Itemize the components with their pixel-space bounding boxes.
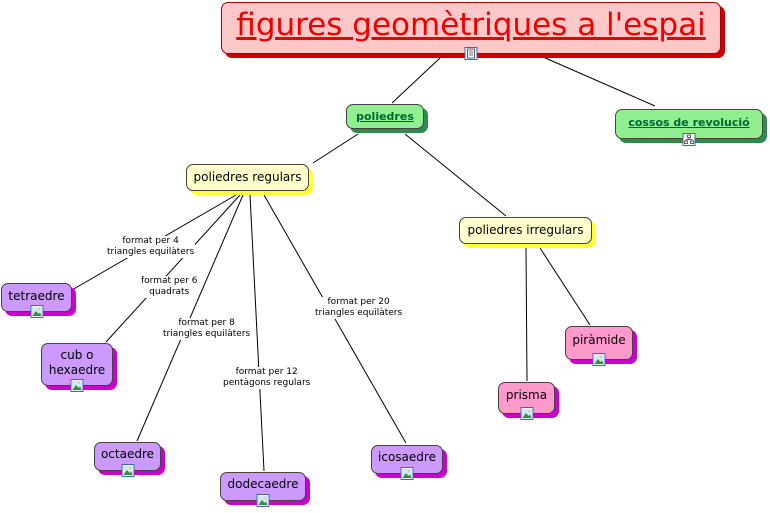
- image-icon[interactable]: [400, 467, 414, 480]
- title-text: figures geomètriques a l'espai: [236, 7, 706, 43]
- edge-label-line: format per 12: [235, 367, 298, 377]
- node-poliedres-regulars[interactable]: poliedres regulars: [186, 164, 309, 191]
- node-tetraedre[interactable]: tetraedre: [1, 283, 72, 318]
- edge-title-poliedres: [391, 57, 441, 104]
- image-icon[interactable]: [592, 353, 606, 366]
- node-cub-o-hexaedre[interactable]: cub o hexaedre: [41, 343, 113, 392]
- edge-regulars-icosaedre: [263, 194, 407, 444]
- edge-label-line: format per 6: [141, 276, 198, 286]
- node-octaedre[interactable]: octaedre: [94, 442, 161, 477]
- edge-label-tetraedre: format per 4 triangles equilàters: [106, 236, 196, 258]
- edge-title-cossos: [542, 56, 656, 107]
- node-piramide[interactable]: piràmide: [565, 326, 633, 366]
- edge-poliedres-regulars: [312, 133, 359, 164]
- node-label: cub o: [60, 348, 94, 362]
- node-dodecaedre[interactable]: dodecaedre: [220, 472, 306, 507]
- node-cossos-de-revolucio[interactable]: cossos de revolució: [615, 109, 763, 146]
- node-label: octaedre: [100, 447, 155, 461]
- node-label: poliedres irregulars: [467, 223, 584, 237]
- node-poliedres[interactable]: poliedres: [346, 104, 424, 129]
- node-label: poliedres regulars: [193, 170, 302, 184]
- edge-label-line: triangles equilàters: [163, 329, 251, 339]
- node-label: prisma: [505, 388, 548, 402]
- edge-regulars-cub: [105, 194, 241, 343]
- edge-label-line: quadrats: [149, 287, 190, 297]
- image-icon[interactable]: [520, 407, 533, 420]
- edge-poliedres-irregulars: [404, 133, 507, 217]
- edge-irregulars-piramide: [539, 247, 591, 326]
- image-icon[interactable]: [70, 379, 84, 392]
- concept-map-icon[interactable]: [682, 133, 696, 146]
- node-label: poliedres: [356, 110, 414, 123]
- title-node[interactable]: figures geomètriques a l'espai: [221, 2, 721, 60]
- node-label: cossos de revolució: [628, 116, 750, 129]
- edge-irregulars-prisma: [525, 247, 528, 382]
- node-label: hexaedre: [48, 363, 106, 377]
- edge-label-line: triangles equilàters: [107, 247, 195, 257]
- node-label: tetraedre: [8, 289, 65, 303]
- node-poliedres-irregulars[interactable]: poliedres irregulars: [459, 217, 592, 244]
- edge-label-line: format per 4: [122, 236, 179, 246]
- edge-regulars-dodecaedre: [249, 194, 265, 472]
- node-label: piràmide: [572, 333, 626, 347]
- edge-label-octaedre: format per 8 triangles equilàters: [162, 318, 252, 340]
- image-icon[interactable]: [30, 305, 43, 318]
- node-icosaedre[interactable]: icosaedre: [371, 445, 443, 480]
- edge-label-dodecaedre: format per 12 pentàgons regulars: [222, 367, 312, 389]
- edge-label-icosaedre: format per 20 triangles equilàters: [314, 297, 404, 319]
- image-icon[interactable]: [256, 494, 270, 507]
- edge-label-cub: format per 6 quadrats: [140, 276, 199, 298]
- node-label: dodecaedre: [227, 477, 299, 491]
- image-icon[interactable]: [121, 464, 134, 477]
- edge-label-line: triangles equilàters: [315, 308, 403, 318]
- node-prisma[interactable]: prisma: [498, 382, 555, 420]
- node-label: icosaedre: [378, 450, 436, 464]
- edge-label-line: format per 8: [178, 318, 235, 328]
- edge-label-line: format per 20: [327, 297, 390, 307]
- document-icon[interactable]: [464, 47, 478, 60]
- edge-label-line: pentàgons regulars: [223, 378, 311, 388]
